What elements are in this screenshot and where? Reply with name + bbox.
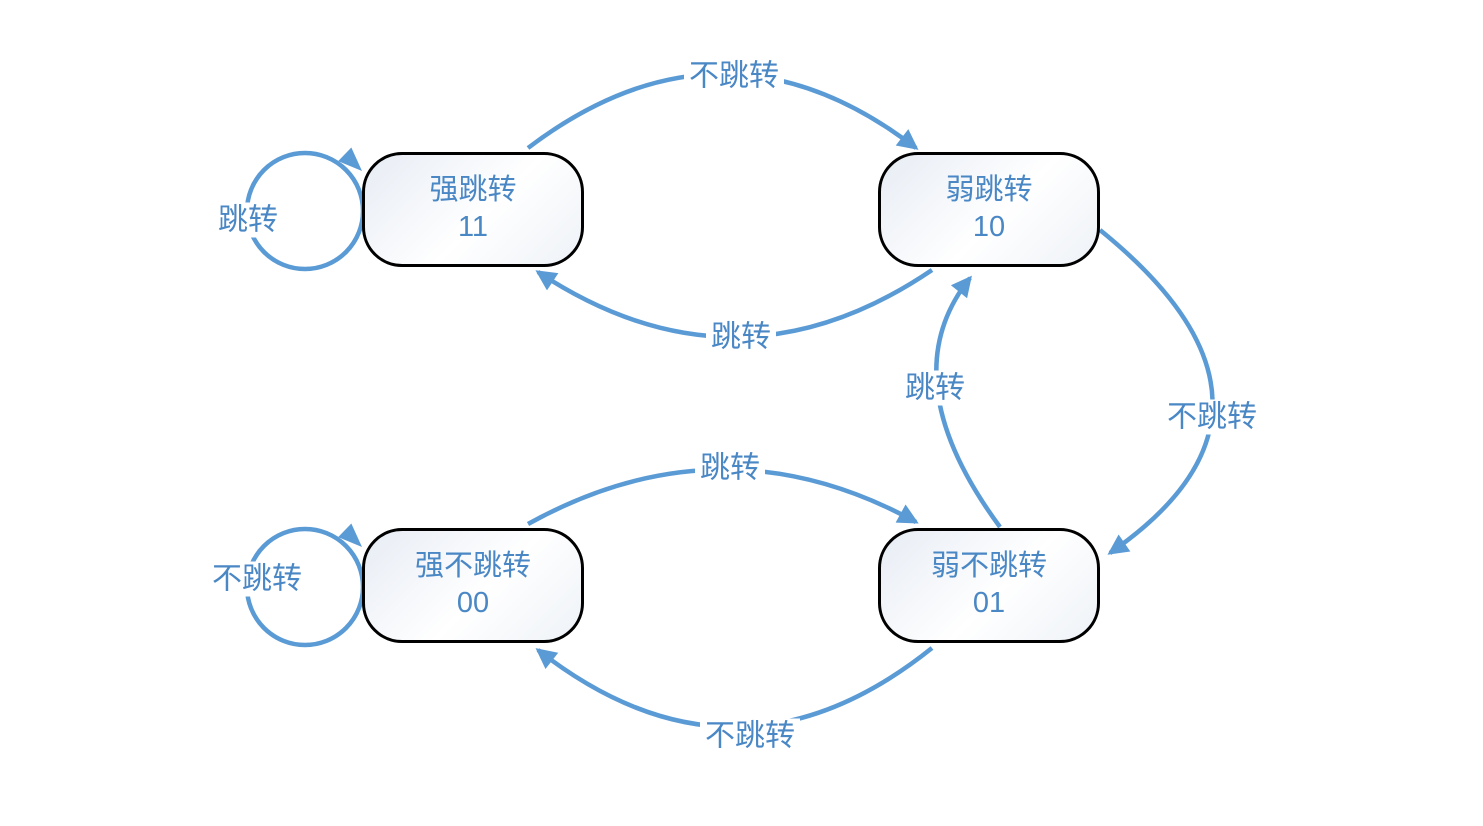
state-code: 10 [972,211,1006,243]
edge-label-10-to-11: 跳转 [706,319,776,355]
state-node-strong-taken: 强跳转 11 [362,152,584,267]
edge-label-00-to-01: 跳转 [695,450,765,486]
state-label: 强跳转 [429,174,517,207]
arrowhead-loop-11-icon [338,147,362,171]
edge-10-to-01 [1098,228,1215,555]
edge-label-01-to-00: 不跳转 [700,718,800,754]
edge-label-10-to-01: 不跳转 [1162,399,1262,435]
edge-label-00-self: 不跳转 [207,561,307,597]
state-node-strong-not-taken: 强不跳转 00 [362,528,584,643]
state-code: 11 [457,211,489,243]
edge-label-11-to-10: 不跳转 [684,58,784,94]
state-node-weak-not-taken: 弱不跳转 01 [878,528,1100,643]
edge-label-01-to-10: 跳转 [900,370,970,406]
edge-01-to-00 [535,646,934,730]
state-code: 01 [972,587,1006,619]
arrowhead-loop-00-icon [338,523,362,547]
state-label: 弱不跳转 [930,550,1047,583]
state-label: 强不跳转 [414,550,531,583]
edge-label-11-self: 跳转 [213,202,283,238]
state-node-weak-taken: 弱跳转 10 [878,152,1100,267]
state-label: 弱跳转 [945,174,1033,207]
state-code: 00 [456,587,490,619]
